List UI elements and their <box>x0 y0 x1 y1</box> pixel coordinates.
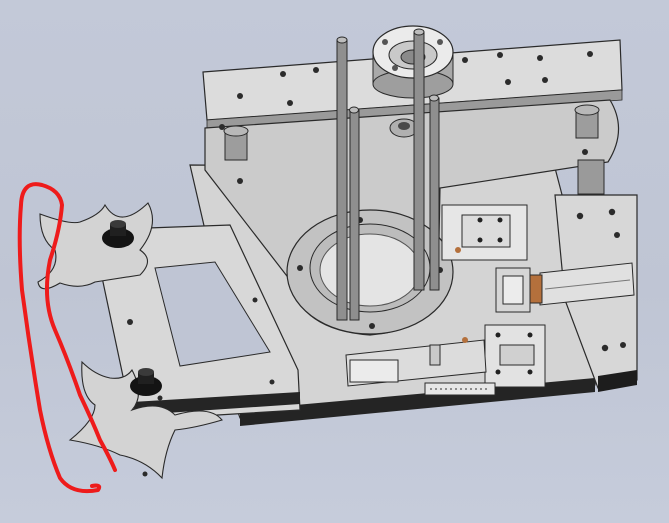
clamp-knob-bottom <box>130 368 162 396</box>
right-slide-rail <box>529 262 635 306</box>
rotary-ring <box>286 209 454 335</box>
upper-slide-block <box>441 204 528 261</box>
rod-1 <box>336 36 348 321</box>
guide-rods <box>336 28 440 321</box>
clamp-knob-top <box>102 220 134 248</box>
rod-3 <box>413 28 425 291</box>
horizontal-slide <box>345 337 496 396</box>
rod-2 <box>349 106 360 321</box>
rod-4 <box>429 94 440 291</box>
bushing-right <box>574 104 605 195</box>
center-bearing <box>389 118 419 138</box>
bushing-left <box>223 125 249 161</box>
lower-cross-plate <box>68 360 223 480</box>
lower-slide-block <box>484 324 546 388</box>
right-carriage <box>495 267 531 313</box>
top-wheel <box>372 25 454 99</box>
red-annotation-loop <box>17 182 117 494</box>
